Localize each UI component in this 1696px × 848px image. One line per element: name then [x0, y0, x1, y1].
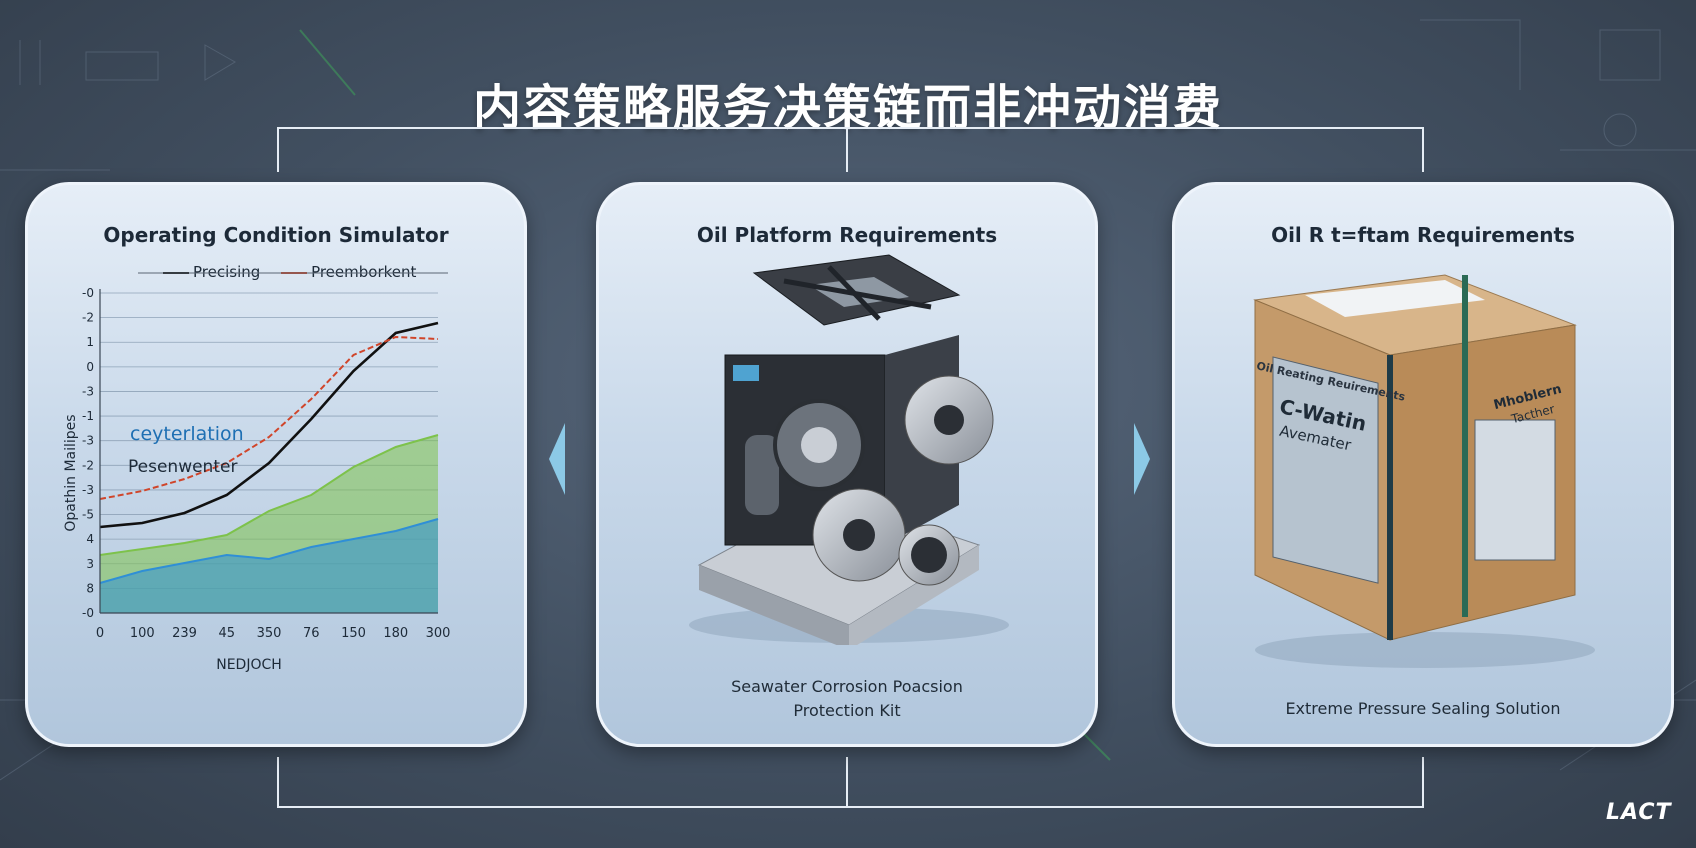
series-line-precising [99, 321, 439, 529]
right-arrow-icon[interactable] [1134, 423, 1150, 495]
y-tick-label: -2 [82, 311, 94, 325]
series-line-preemborkent [99, 335, 439, 500]
y-tick-label: 4 [86, 532, 94, 546]
y-axis-label: Opathin Mailipes [63, 414, 79, 531]
bottom-bracket [277, 757, 1424, 808]
caption-line-2: Protection Kit [793, 701, 901, 720]
card-title: Oil Platform Requirements [696, 223, 998, 247]
x-tick-label: 239 [172, 626, 197, 641]
top-bracket [277, 127, 1424, 172]
x-tick-label: 0 [96, 626, 104, 641]
cardboard-box-icon [1253, 274, 1595, 668]
operating-condition-simulator-card: Operating Condition Simulator Precising … [25, 182, 527, 747]
y-tick-label: -3 [82, 434, 94, 448]
caption-line-1: Seawater Corrosion Poacsion [731, 677, 963, 696]
chart-legend: Precising Preemborkent [163, 263, 416, 281]
brand-logo: LACT [1606, 800, 1672, 825]
y-tick-label: 1 [86, 335, 94, 349]
x-tick-label: 76 [303, 626, 320, 641]
y-tick-label: -3 [82, 483, 94, 497]
oil-platform-requirements-card: Oil Platform Requirements Seawater Corro [596, 182, 1098, 747]
x-tick-label: 350 [257, 626, 282, 641]
x-tick-label: 150 [341, 626, 366, 641]
legend-label: Preemborkent [311, 263, 417, 281]
y-tick-label: -0 [82, 286, 94, 300]
card-caption: Seawater Corrosion Poacsion Protection K… [599, 675, 1095, 723]
y-tick-label: -5 [82, 508, 94, 522]
oil-requirements-card: Oil R t=ftam Requirements Oil Reating Re… [1172, 182, 1674, 747]
x-tick-label: 100 [130, 626, 155, 641]
x-tick-label: 45 [218, 626, 235, 641]
y-tick-label: 3 [86, 557, 94, 571]
chart-annotation-ceyterlation: ceyterlation [130, 423, 244, 445]
x-tick-label: 300 [426, 626, 451, 641]
gearbox-machine-icon [689, 254, 1009, 645]
y-tick-label: -3 [82, 384, 94, 398]
y-tick-label: -0 [82, 606, 94, 620]
area-edge-1 [99, 518, 439, 584]
area-1 [100, 519, 438, 613]
card-title: Oil R t=ftam Requirements [1271, 223, 1575, 247]
y-tick-label: 8 [86, 581, 94, 595]
area-edge-0 [99, 434, 439, 556]
card-caption: Extreme Pressure Sealing Solution [1285, 699, 1561, 718]
legend-label: Precising [193, 263, 261, 281]
x-tick-label: 180 [383, 626, 408, 641]
y-tick-label: 0 [86, 360, 94, 374]
y-tick-label: -1 [82, 409, 94, 423]
left-arrow-icon[interactable] [549, 423, 565, 495]
page-title: 内容策略服务决策链而非冲动消费 [472, 80, 1223, 137]
card-title: Operating Condition Simulator [103, 223, 449, 247]
chart-annotation-pesenwenter: Pesenwenter [128, 457, 238, 477]
x-axis-label: NEDJOCH [216, 657, 282, 673]
y-tick-label: -2 [82, 458, 94, 472]
